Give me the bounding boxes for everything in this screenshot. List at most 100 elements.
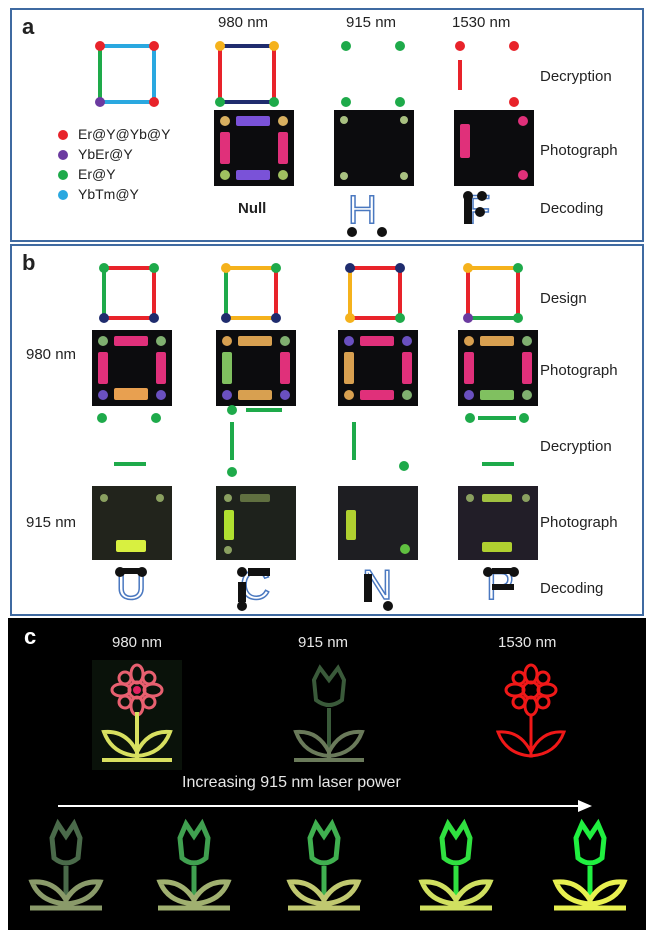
photo-dot xyxy=(98,390,108,400)
row-label-photograph-915: Photograph xyxy=(540,514,618,531)
decoding-marks-c xyxy=(237,567,270,611)
wavelength-label-1530-c: 1530 nm xyxy=(498,634,557,651)
laser-power-arrow xyxy=(58,800,592,812)
photo-bar xyxy=(224,510,234,540)
photo-dot xyxy=(224,546,232,554)
wavelength-label-915-b: 915 nm xyxy=(26,514,77,531)
decryption-p xyxy=(465,413,529,466)
panel-b: b Design Photograph Decryption Photograp… xyxy=(10,244,644,616)
row-label-decoding: Decoding xyxy=(540,200,604,217)
photo-dot xyxy=(518,116,528,126)
photo-bar xyxy=(402,352,412,384)
photo-bar xyxy=(522,352,532,384)
photo-bar xyxy=(482,494,512,502)
photo-bar xyxy=(482,542,512,552)
design-square-n xyxy=(345,263,405,323)
legend-dot-cyan xyxy=(58,190,68,200)
tulip-image-3 xyxy=(286,818,362,911)
photo-bar xyxy=(236,170,270,180)
photo-dot xyxy=(400,172,408,180)
flower-image-915 xyxy=(293,664,365,762)
photo-bar xyxy=(278,132,288,164)
row-label-photograph: Photograph xyxy=(540,142,618,159)
panel-label-a: a xyxy=(22,14,35,39)
photo-bar xyxy=(156,352,166,384)
photo-bar xyxy=(114,336,148,346)
photo-dot xyxy=(222,336,232,346)
photo-bar xyxy=(346,510,356,540)
legend-text-ybtm-y: YbTm@Y xyxy=(78,186,139,202)
photo-dot xyxy=(518,170,528,180)
panel-label-c: c xyxy=(24,624,37,649)
decoding-marks-p xyxy=(483,567,519,590)
photo-dot xyxy=(100,494,108,502)
photo-915-c xyxy=(216,486,296,560)
photo-dot xyxy=(222,390,232,400)
photo-bar xyxy=(114,388,148,400)
photo-980-a xyxy=(214,110,294,186)
photo-bar xyxy=(236,116,270,126)
photo-dot xyxy=(280,390,290,400)
photo-bar xyxy=(360,336,394,346)
photo-915-p xyxy=(458,486,538,560)
photo-915-n xyxy=(338,486,418,560)
photo-bar xyxy=(240,494,270,502)
photo-1530-a xyxy=(454,110,534,186)
photo-dot xyxy=(522,494,530,502)
photo-dot xyxy=(220,116,230,126)
photo-dot xyxy=(464,390,474,400)
decoded-letter-h: H xyxy=(347,188,377,232)
wavelength-label-980: 980 nm xyxy=(218,14,269,31)
decoding-marks-h xyxy=(347,227,387,237)
photo-bar xyxy=(480,336,514,346)
photo-bar xyxy=(464,352,474,384)
row-label-decryption: Decryption xyxy=(540,68,612,85)
panel-c: c 980 nm 915 nm 1530 nm xyxy=(8,618,646,930)
photo-dot xyxy=(224,494,232,502)
legend-item-er-y-yb-y: Er@Y@Yb@Y xyxy=(58,126,170,142)
photo-dot xyxy=(98,336,108,346)
photo-bar xyxy=(460,124,470,158)
photo-dot xyxy=(402,336,412,346)
tulip-image-1 xyxy=(28,818,104,911)
photo-915-a xyxy=(334,110,414,186)
photo-dot xyxy=(156,336,166,346)
decryption-u xyxy=(97,413,161,466)
design-square-c xyxy=(221,263,281,323)
legend-dot-purple xyxy=(58,150,68,160)
wavelength-label-1530: 1530 nm xyxy=(452,14,511,31)
photo-bar xyxy=(360,390,394,400)
photo-dot xyxy=(400,116,408,124)
legend-text-er-y: Er@Y xyxy=(78,166,116,182)
photo-dot xyxy=(400,544,410,554)
decryption-square-915 xyxy=(341,41,405,107)
photo-bar xyxy=(222,352,232,384)
row-label-decoding-b: Decoding xyxy=(540,580,604,597)
tulip-image-2 xyxy=(156,818,232,911)
photo-bar xyxy=(344,352,354,384)
photo-bar xyxy=(238,390,272,400)
tulip-image-4 xyxy=(418,818,494,911)
decryption-c xyxy=(227,405,282,477)
photo-dot xyxy=(340,172,348,180)
laser-power-label: Increasing 915 nm laser power xyxy=(182,774,401,791)
photo-915-u xyxy=(92,486,172,560)
photo-bar xyxy=(98,352,108,384)
decoding-null-label: Null xyxy=(238,200,267,217)
wavelength-label-980-c: 980 nm xyxy=(112,634,163,651)
flower-image-1530 xyxy=(495,663,567,758)
photo-bar xyxy=(280,352,290,384)
photo-dot xyxy=(280,336,290,346)
legend-item-er-y: Er@Y xyxy=(58,166,116,182)
photo-dot xyxy=(402,390,412,400)
photo-dot xyxy=(156,390,166,400)
photo-bar xyxy=(480,390,514,400)
decryption-n xyxy=(352,422,409,471)
photo-dot xyxy=(522,390,532,400)
design-square-p xyxy=(463,263,523,323)
legend-dot-red xyxy=(58,130,68,140)
photo-dot xyxy=(464,336,474,346)
photo-dot xyxy=(156,494,164,502)
decryption-square-1530 xyxy=(455,41,519,107)
decoding-marks-f xyxy=(463,191,487,224)
